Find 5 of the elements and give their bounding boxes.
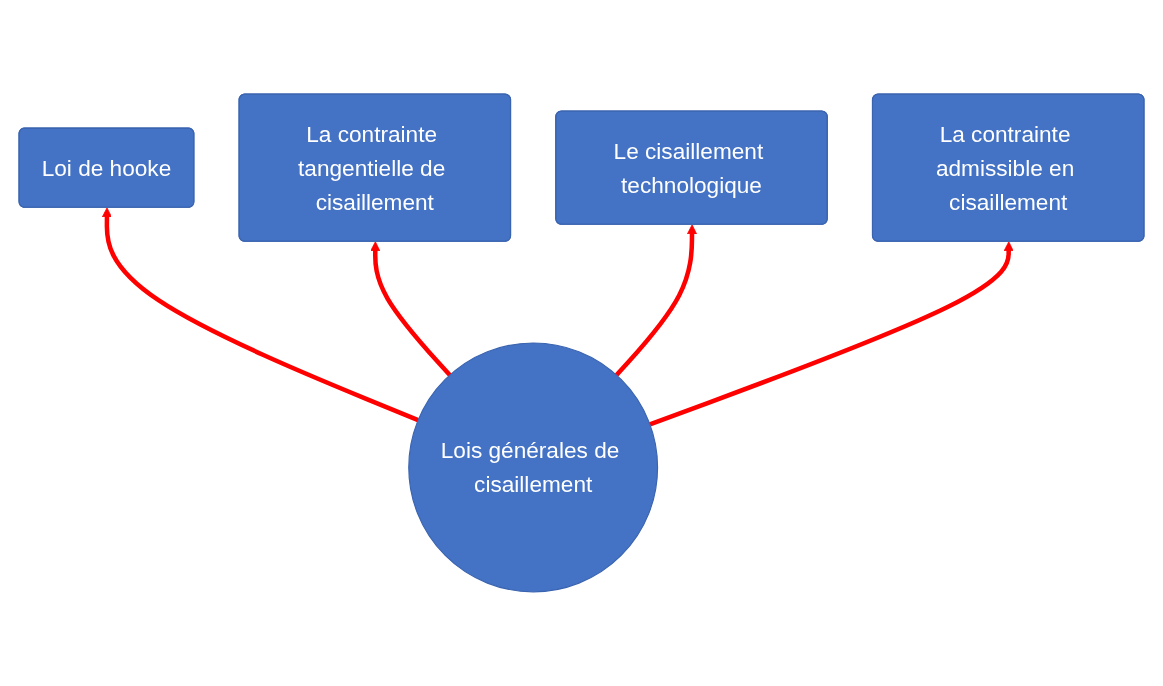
arrow — [649, 241, 1014, 427]
arrow — [102, 207, 419, 423]
node-circle: Lois générales de cisaillement — [408, 342, 659, 593]
arrow — [370, 241, 452, 377]
arrow — [614, 224, 697, 377]
